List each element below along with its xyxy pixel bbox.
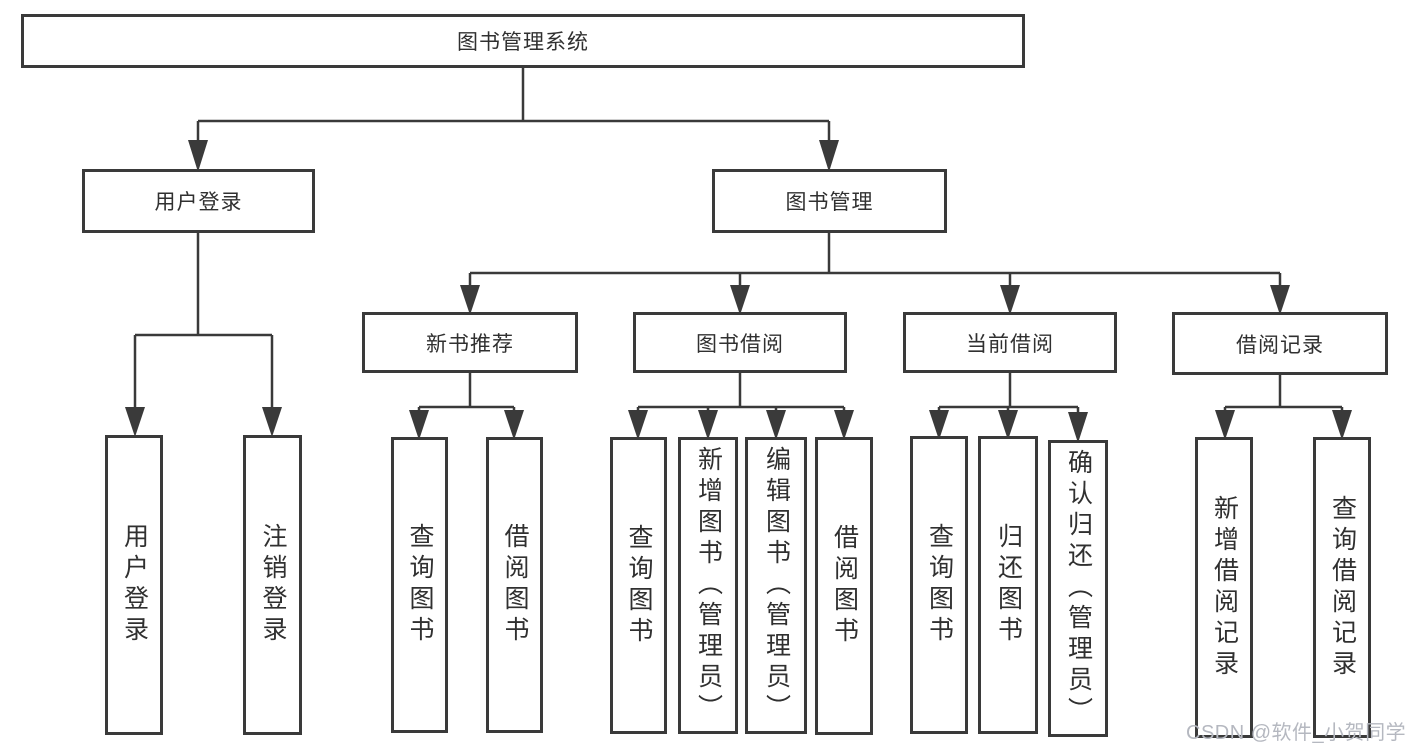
node-br-add-record: 新增借阅记录 — [1195, 437, 1253, 738]
arrow-down-icon — [188, 140, 208, 172]
node-br-query-record: 查询借阅记录 — [1313, 437, 1371, 738]
node-label: 查询图书 — [925, 523, 954, 647]
node-bb-add-book: 新增图书（管理员） — [678, 437, 738, 734]
node-label: 查询借阅记录 — [1328, 494, 1357, 681]
node-label: 借阅图书 — [501, 523, 529, 647]
node-bb-edit-book: 编辑图书（管理员） — [745, 437, 807, 734]
node-label: 查询图书 — [625, 523, 653, 648]
node-label: 编辑图书（管理员） — [762, 446, 791, 725]
arrow-down-icon — [698, 410, 718, 440]
arrow-down-icon — [409, 410, 429, 440]
node-book-management: 图书管理 — [712, 169, 947, 233]
arrow-down-icon — [1000, 285, 1020, 315]
node-book-borrow: 图书借阅 — [633, 312, 847, 373]
arrow-down-icon — [504, 410, 524, 440]
arrow-down-icon — [834, 410, 854, 440]
node-label: 当前借阅 — [966, 332, 1054, 356]
node-cb-confirm-return: 确认归还（管理员） — [1048, 440, 1108, 737]
arrow-down-icon — [460, 285, 480, 315]
watermark: CSDN @软件_小贺同学 — [1186, 722, 1405, 744]
arrow-down-icon — [1270, 285, 1290, 315]
node-logout: 注销登录 — [243, 435, 302, 735]
node-nb-borrow-book: 借阅图书 — [486, 437, 543, 733]
arrow-down-icon — [1215, 410, 1235, 440]
arrow-down-icon — [998, 410, 1018, 440]
node-cb-query-book: 查询图书 — [910, 436, 968, 734]
node-borrow-record: 借阅记录 — [1172, 312, 1388, 375]
node-cb-return-book: 归还图书 — [978, 436, 1038, 734]
node-label: 借阅记录 — [1236, 333, 1324, 357]
node-login: 用户登录 — [105, 435, 163, 735]
node-label: 新增借阅记录 — [1210, 494, 1239, 681]
node-user-login: 用户登录 — [82, 169, 315, 233]
node-root: 图书管理系统 — [21, 14, 1025, 68]
node-label: 新书推荐 — [426, 332, 514, 356]
arrow-down-icon — [125, 407, 145, 437]
node-label: 新增图书（管理员） — [694, 446, 723, 725]
node-label: 图书借阅 — [696, 332, 784, 356]
node-label: 用户登录 — [120, 523, 149, 647]
node-new-book-recommend: 新书推荐 — [362, 312, 578, 373]
arrow-down-icon — [819, 140, 839, 172]
arrow-down-icon — [730, 285, 750, 315]
node-label: 图书管理系统 — [457, 31, 589, 54]
node-bb-query-book: 查询图书 — [610, 437, 667, 734]
node-nb-query-book: 查询图书 — [391, 437, 448, 733]
arrow-down-icon — [1068, 412, 1088, 443]
node-bb-borrow-book: 借阅图书 — [815, 437, 873, 735]
node-label: 归还图书 — [994, 523, 1023, 647]
node-label: 用户登录 — [154, 191, 243, 214]
arrow-down-icon — [628, 410, 648, 440]
node-label: 借阅图书 — [830, 524, 859, 648]
node-label: 查询图书 — [406, 523, 434, 647]
arrow-down-icon — [929, 410, 949, 440]
arrow-down-icon — [766, 410, 786, 440]
arrow-down-icon — [262, 407, 282, 437]
node-label: 注销登录 — [259, 523, 287, 647]
node-label: 图书管理 — [785, 191, 874, 214]
node-current-borrow: 当前借阅 — [903, 312, 1117, 373]
arrow-down-icon — [1332, 410, 1352, 440]
node-label: 确认归还（管理员） — [1064, 449, 1093, 728]
